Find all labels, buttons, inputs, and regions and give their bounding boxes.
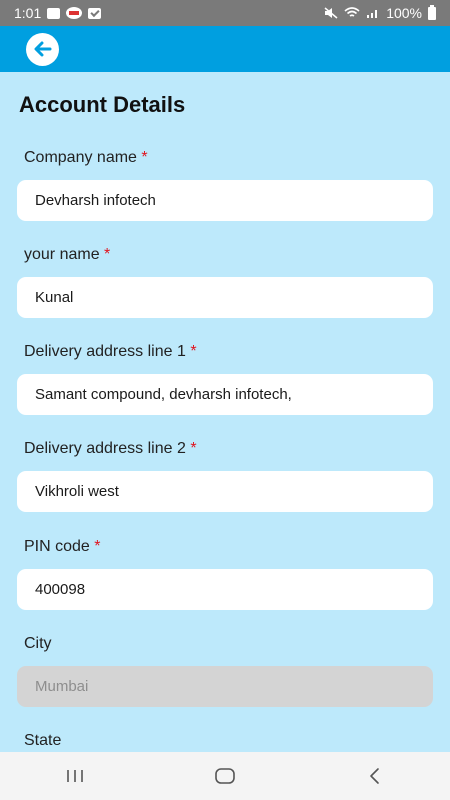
city-input: Mumbai [17,666,433,707]
required-mark: * [141,149,148,166]
required-mark: * [190,343,197,360]
account-details-form: Account Details Company name * Devharsh … [0,72,450,752]
address-line-2-label: Delivery address line 2 * [24,440,197,457]
system-nav-bar [0,752,450,800]
back-arrow-icon [34,41,51,57]
address-line-2-input[interactable]: Vikhroli west [17,471,433,512]
your-name-input[interactable]: Kunal [17,277,433,318]
signal-icon [367,10,378,18]
required-mark: * [104,246,111,263]
recents-icon [67,770,83,782]
home-button[interactable] [195,756,255,796]
nav-back-icon [370,768,379,784]
page-title: Account Details [19,92,186,117]
address-line-1-input[interactable]: Samant compound, devharsh infotech, [17,374,433,415]
required-mark: * [94,538,101,555]
required-mark: * [190,440,197,457]
address-line-1-label: Delivery address line 1 * [24,343,197,360]
app-bar [0,26,450,72]
city-label: City [24,635,52,652]
battery-icon [428,4,436,20]
mute-icon [324,7,338,19]
home-icon [215,768,235,784]
battery-percentage: 100% [386,5,422,21]
status-right: 100% [324,4,436,21]
app-notification-icon [66,7,83,19]
your-name-label: your name * [24,246,111,263]
company-name-input[interactable]: Devharsh infotech [17,180,433,221]
wifi-icon [344,7,360,17]
back-button[interactable] [26,32,59,66]
pin-code-input[interactable]: 400098 [17,569,433,610]
recents-button[interactable] [45,756,105,796]
status-bar: 1:01 100% [0,0,450,26]
nav-back-button[interactable] [345,756,405,796]
company-name-label: Company name * [24,149,148,166]
gallery-notification-icon [47,7,61,19]
pin-code-label: PIN code * [24,538,101,555]
status-time: 1:01 [14,5,42,21]
status-left: 1:01 [14,5,102,21]
download-notification-icon [88,7,102,19]
state-label: State [24,732,62,749]
